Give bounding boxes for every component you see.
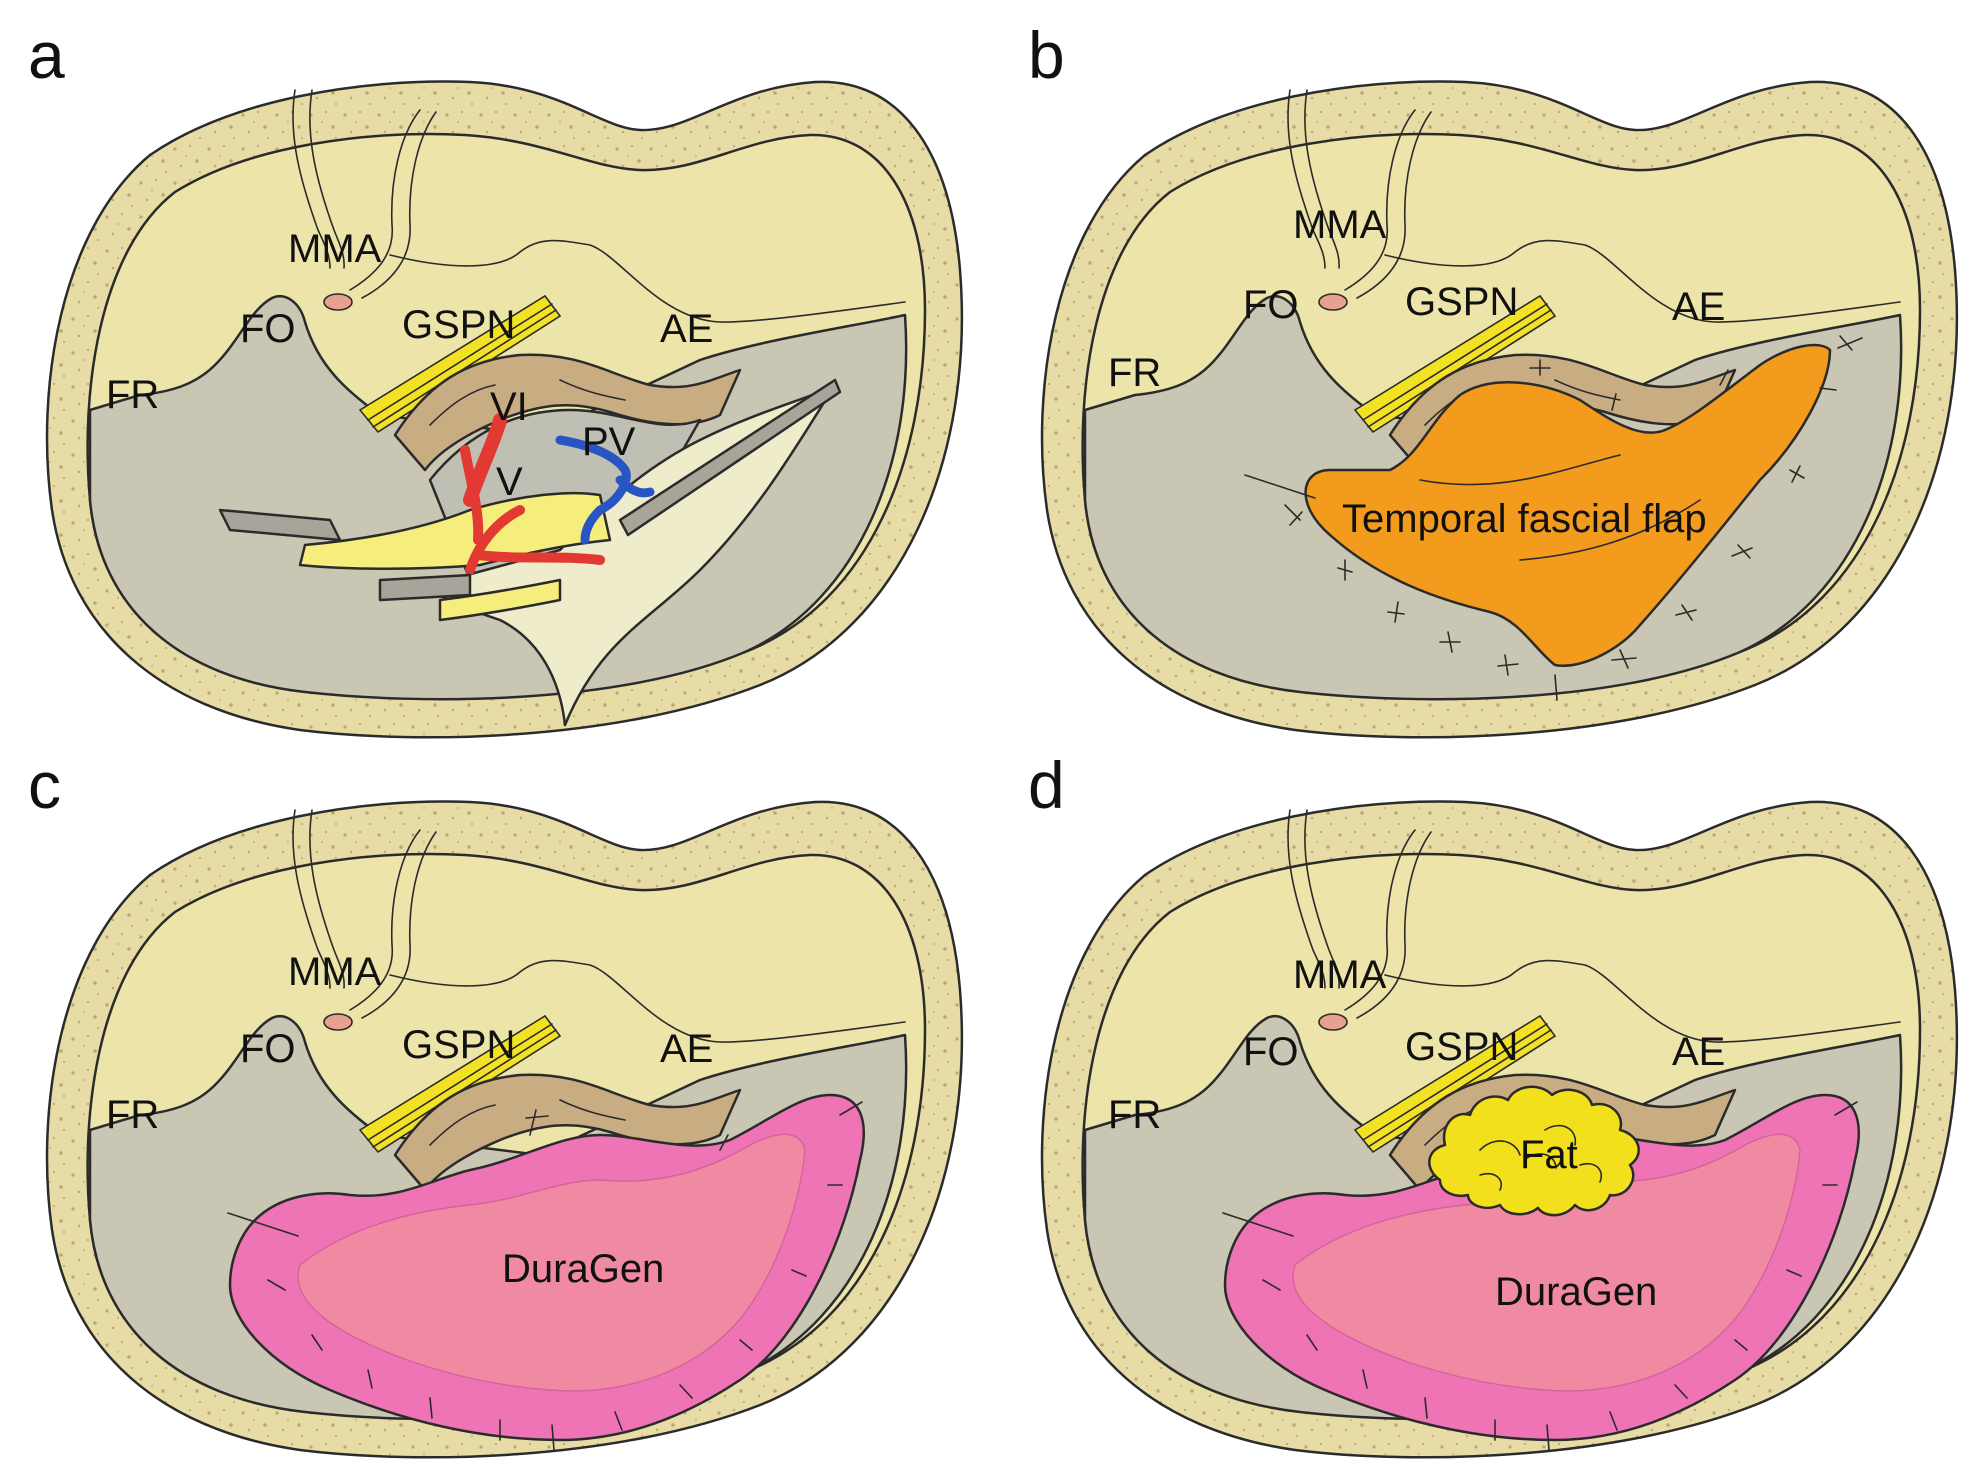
panel-c: c MMA FO FR GSPN AE DuraGen	[28, 748, 964, 1459]
label-ae: AE	[660, 1027, 713, 1071]
label-mma: MMA	[1293, 953, 1387, 997]
panel-d: d MMA FO FR GSPN AE Fat DuraGen	[1028, 748, 1959, 1459]
label-fo: FO	[1243, 283, 1299, 327]
label-ae: AE	[1672, 285, 1725, 329]
temporal-fascial-flap	[1304, 343, 1832, 668]
label-fo: FO	[240, 307, 296, 351]
panel-letter-d: d	[1028, 748, 1065, 822]
panel-letter-c: c	[28, 748, 61, 822]
label-gspn: GSPN	[402, 303, 515, 347]
label-gspn: GSPN	[402, 1023, 515, 1067]
graft-label-temporal-fascial-flap: Temporal fascial flap	[1342, 497, 1707, 541]
label-fo: FO	[1243, 1030, 1299, 1074]
panel-letter-b: b	[1028, 18, 1065, 92]
suture-marks-d	[1222, 1101, 1858, 1451]
panel-letter-a: a	[28, 18, 65, 92]
label-fr: FR	[1108, 1093, 1161, 1137]
label-mma: MMA	[288, 227, 382, 271]
label-gspn: GSPN	[1405, 280, 1518, 324]
panel-b: b MMA FO FR GSPN AE Temporal fascial fla…	[1028, 18, 1959, 739]
label-fo: FO	[240, 1027, 296, 1071]
graft-label-duragen: DuraGen	[1495, 1270, 1657, 1314]
label-fr: FR	[106, 373, 159, 417]
label-v: V	[496, 460, 523, 504]
panel-a: a MMA FO FR GSPN AE VI PV V	[28, 18, 964, 739]
label-mma: MMA	[1293, 203, 1387, 247]
suture-marks-c	[227, 1101, 863, 1451]
graft-label-fat: Fat	[1520, 1133, 1578, 1177]
fat-graft	[1428, 1085, 1640, 1217]
label-mma: MMA	[288, 950, 382, 994]
suture-marks-b	[1244, 335, 1863, 701]
graft-label-duragen: DuraGen	[502, 1247, 664, 1291]
label-vi: VI	[490, 385, 528, 429]
label-fr: FR	[1108, 351, 1161, 395]
label-gspn: GSPN	[1405, 1025, 1518, 1069]
label-ae: AE	[660, 307, 713, 351]
label-fr: FR	[106, 1093, 159, 1137]
label-ae: AE	[1672, 1030, 1725, 1074]
label-pv: PV	[582, 420, 636, 464]
